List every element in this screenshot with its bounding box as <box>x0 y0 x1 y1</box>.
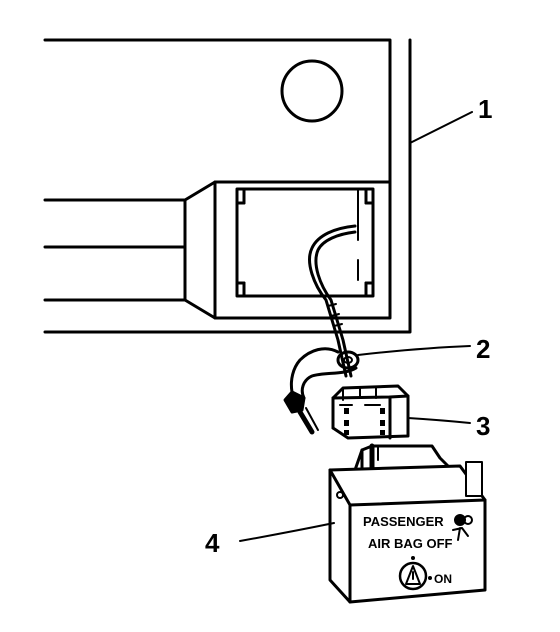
callout-3: 3 <box>476 411 491 441</box>
module-label-on: ON <box>434 572 452 586</box>
leader-lines <box>239 111 473 542</box>
leader-line-2 <box>357 345 471 356</box>
indicator-dot <box>411 556 415 560</box>
callout-4: 4 <box>205 528 220 558</box>
leader-line-1 <box>409 111 473 144</box>
on-indicator-dot <box>428 576 432 580</box>
electrical-connector <box>331 384 410 440</box>
airbag-indicator-module: PASSENGER AIR BAG OFF ON <box>328 443 487 604</box>
warning-triangle-icon <box>398 561 428 591</box>
retainer-clip <box>283 347 360 435</box>
callout-2: 2 <box>476 334 491 364</box>
module-label-line2: AIR BAG OFF <box>368 536 453 551</box>
leader-line-4 <box>239 522 335 542</box>
module-opening <box>235 187 375 298</box>
airbag-symbol-icon <box>452 514 473 541</box>
callout-1: 1 <box>478 94 493 124</box>
module-label-line1: PASSENGER <box>363 514 444 529</box>
instrument-panel <box>43 38 412 334</box>
wiring-harness <box>308 224 357 378</box>
panel-knob <box>280 59 344 123</box>
leader-line-3 <box>407 417 471 424</box>
